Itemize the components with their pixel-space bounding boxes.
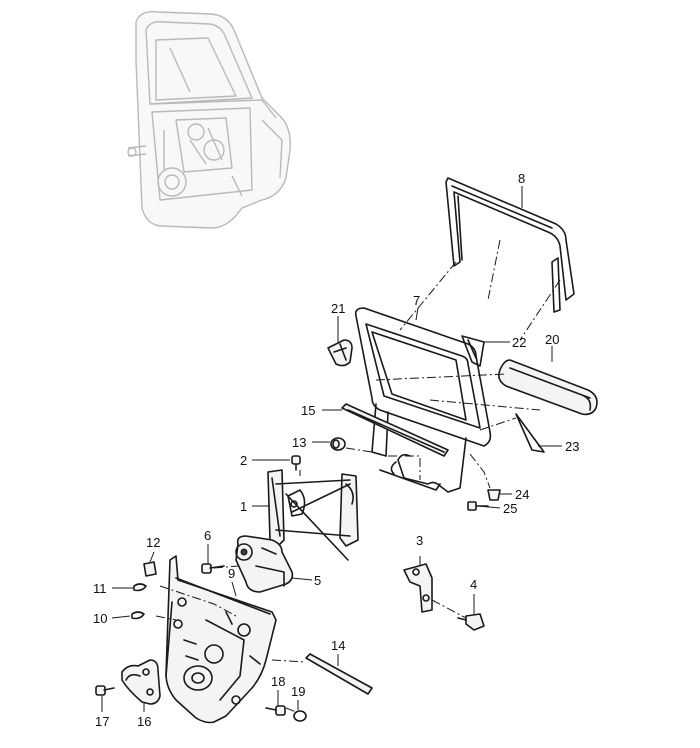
part-3-bracket <box>403 563 433 613</box>
callout-12: 12 <box>146 535 160 550</box>
callout-14: 14 <box>331 638 345 653</box>
part-11-clip <box>133 583 147 592</box>
callout-10: 10 <box>93 611 107 626</box>
callout-16: 16 <box>137 714 151 729</box>
callout-labels: 8 7 21 22 20 15 23 13 2 1 24 25 3 4 6 5 … <box>93 171 579 729</box>
callout-9: 9 <box>228 566 235 581</box>
callout-21: 21 <box>331 301 345 316</box>
callout-4: 4 <box>470 577 477 592</box>
part-13-bumper <box>330 437 346 451</box>
part-21-clip <box>327 339 353 367</box>
part-18-screw <box>265 705 286 716</box>
callout-1: 1 <box>240 499 247 514</box>
callout-17: 17 <box>95 714 109 729</box>
callout-15: 15 <box>301 403 315 418</box>
part-22-insert <box>461 335 485 367</box>
callout-8: 8 <box>518 171 525 186</box>
part-5-regulator-motor <box>235 535 294 593</box>
part-19-ring <box>293 710 307 722</box>
callout-11: 11 <box>93 581 107 596</box>
callout-22: 22 <box>512 335 526 350</box>
callout-6: 6 <box>204 528 211 543</box>
part-4-bolt <box>457 613 485 631</box>
part-12-clip <box>143 561 157 577</box>
callout-25: 25 <box>503 501 517 516</box>
callout-23: 23 <box>565 439 579 454</box>
leader-lines <box>101 186 562 712</box>
callout-3: 3 <box>416 533 423 548</box>
part-20-damper-pad <box>498 359 598 416</box>
callout-2: 2 <box>240 453 247 468</box>
door-overview-illustration <box>127 11 291 229</box>
callout-13: 13 <box>292 435 306 450</box>
callout-7: 7 <box>413 293 420 308</box>
part-17-bolt <box>95 685 115 696</box>
part-6-bolt <box>201 563 225 574</box>
part-10-clip <box>131 611 145 620</box>
part-15-window-strip <box>341 403 449 457</box>
callout-19: 19 <box>291 684 305 699</box>
assembly-lines <box>155 239 561 713</box>
part-23-triangle-seal <box>515 413 545 453</box>
part-24-grommet <box>487 489 501 501</box>
callout-5: 5 <box>314 573 321 588</box>
callout-24: 24 <box>515 487 529 502</box>
part-16-bracket <box>121 659 161 705</box>
part-2-screw <box>291 455 301 471</box>
part-14-seal-strip <box>305 653 373 695</box>
part-1-window-regulator <box>267 469 359 561</box>
part-8-window-channel <box>445 177 575 313</box>
callout-18: 18 <box>271 674 285 689</box>
callout-20: 20 <box>545 332 559 347</box>
part-7-window-frame <box>354 307 492 493</box>
